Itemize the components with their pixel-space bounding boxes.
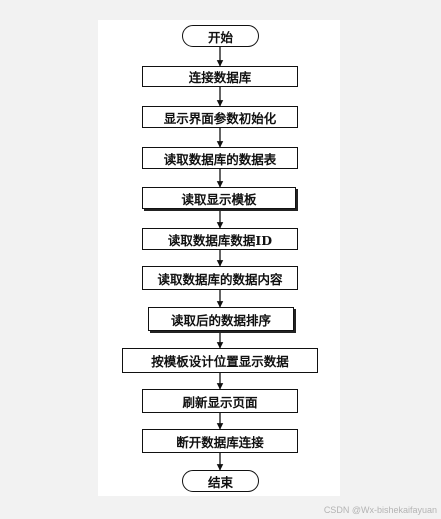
flowchart-step-init-display-params: 显示界面参数初始化 [142,106,298,128]
flowchart-step-connect-database: 连接数据库 [142,66,298,87]
flowchart-step-display-by-template: 按模板设计位置显示数据 [122,348,318,373]
flowchart-step-read-data-table: 读取数据库的数据表 [142,147,298,169]
flowchart-end-node: 结束 [182,470,259,492]
flowchart-start-node: 开始 [182,25,259,47]
watermark-text: CSDN @Wx-bishekaifayuan [323,505,437,515]
flowchart-step-read-display-template: 读取显示模板 [142,187,296,209]
flowchart-step-sort-data: 读取后的数据排序 [148,307,294,331]
flowchart-step-disconnect-database: 断开数据库连接 [142,429,298,453]
diagram-panel [98,20,340,496]
flowchart-step-refresh-page: 刷新显示页面 [142,389,298,413]
flowchart-step-read-data-id: 读取数据库数据ID [142,228,298,250]
flowchart-step-read-data-content: 读取数据库的数据内容 [142,266,298,290]
